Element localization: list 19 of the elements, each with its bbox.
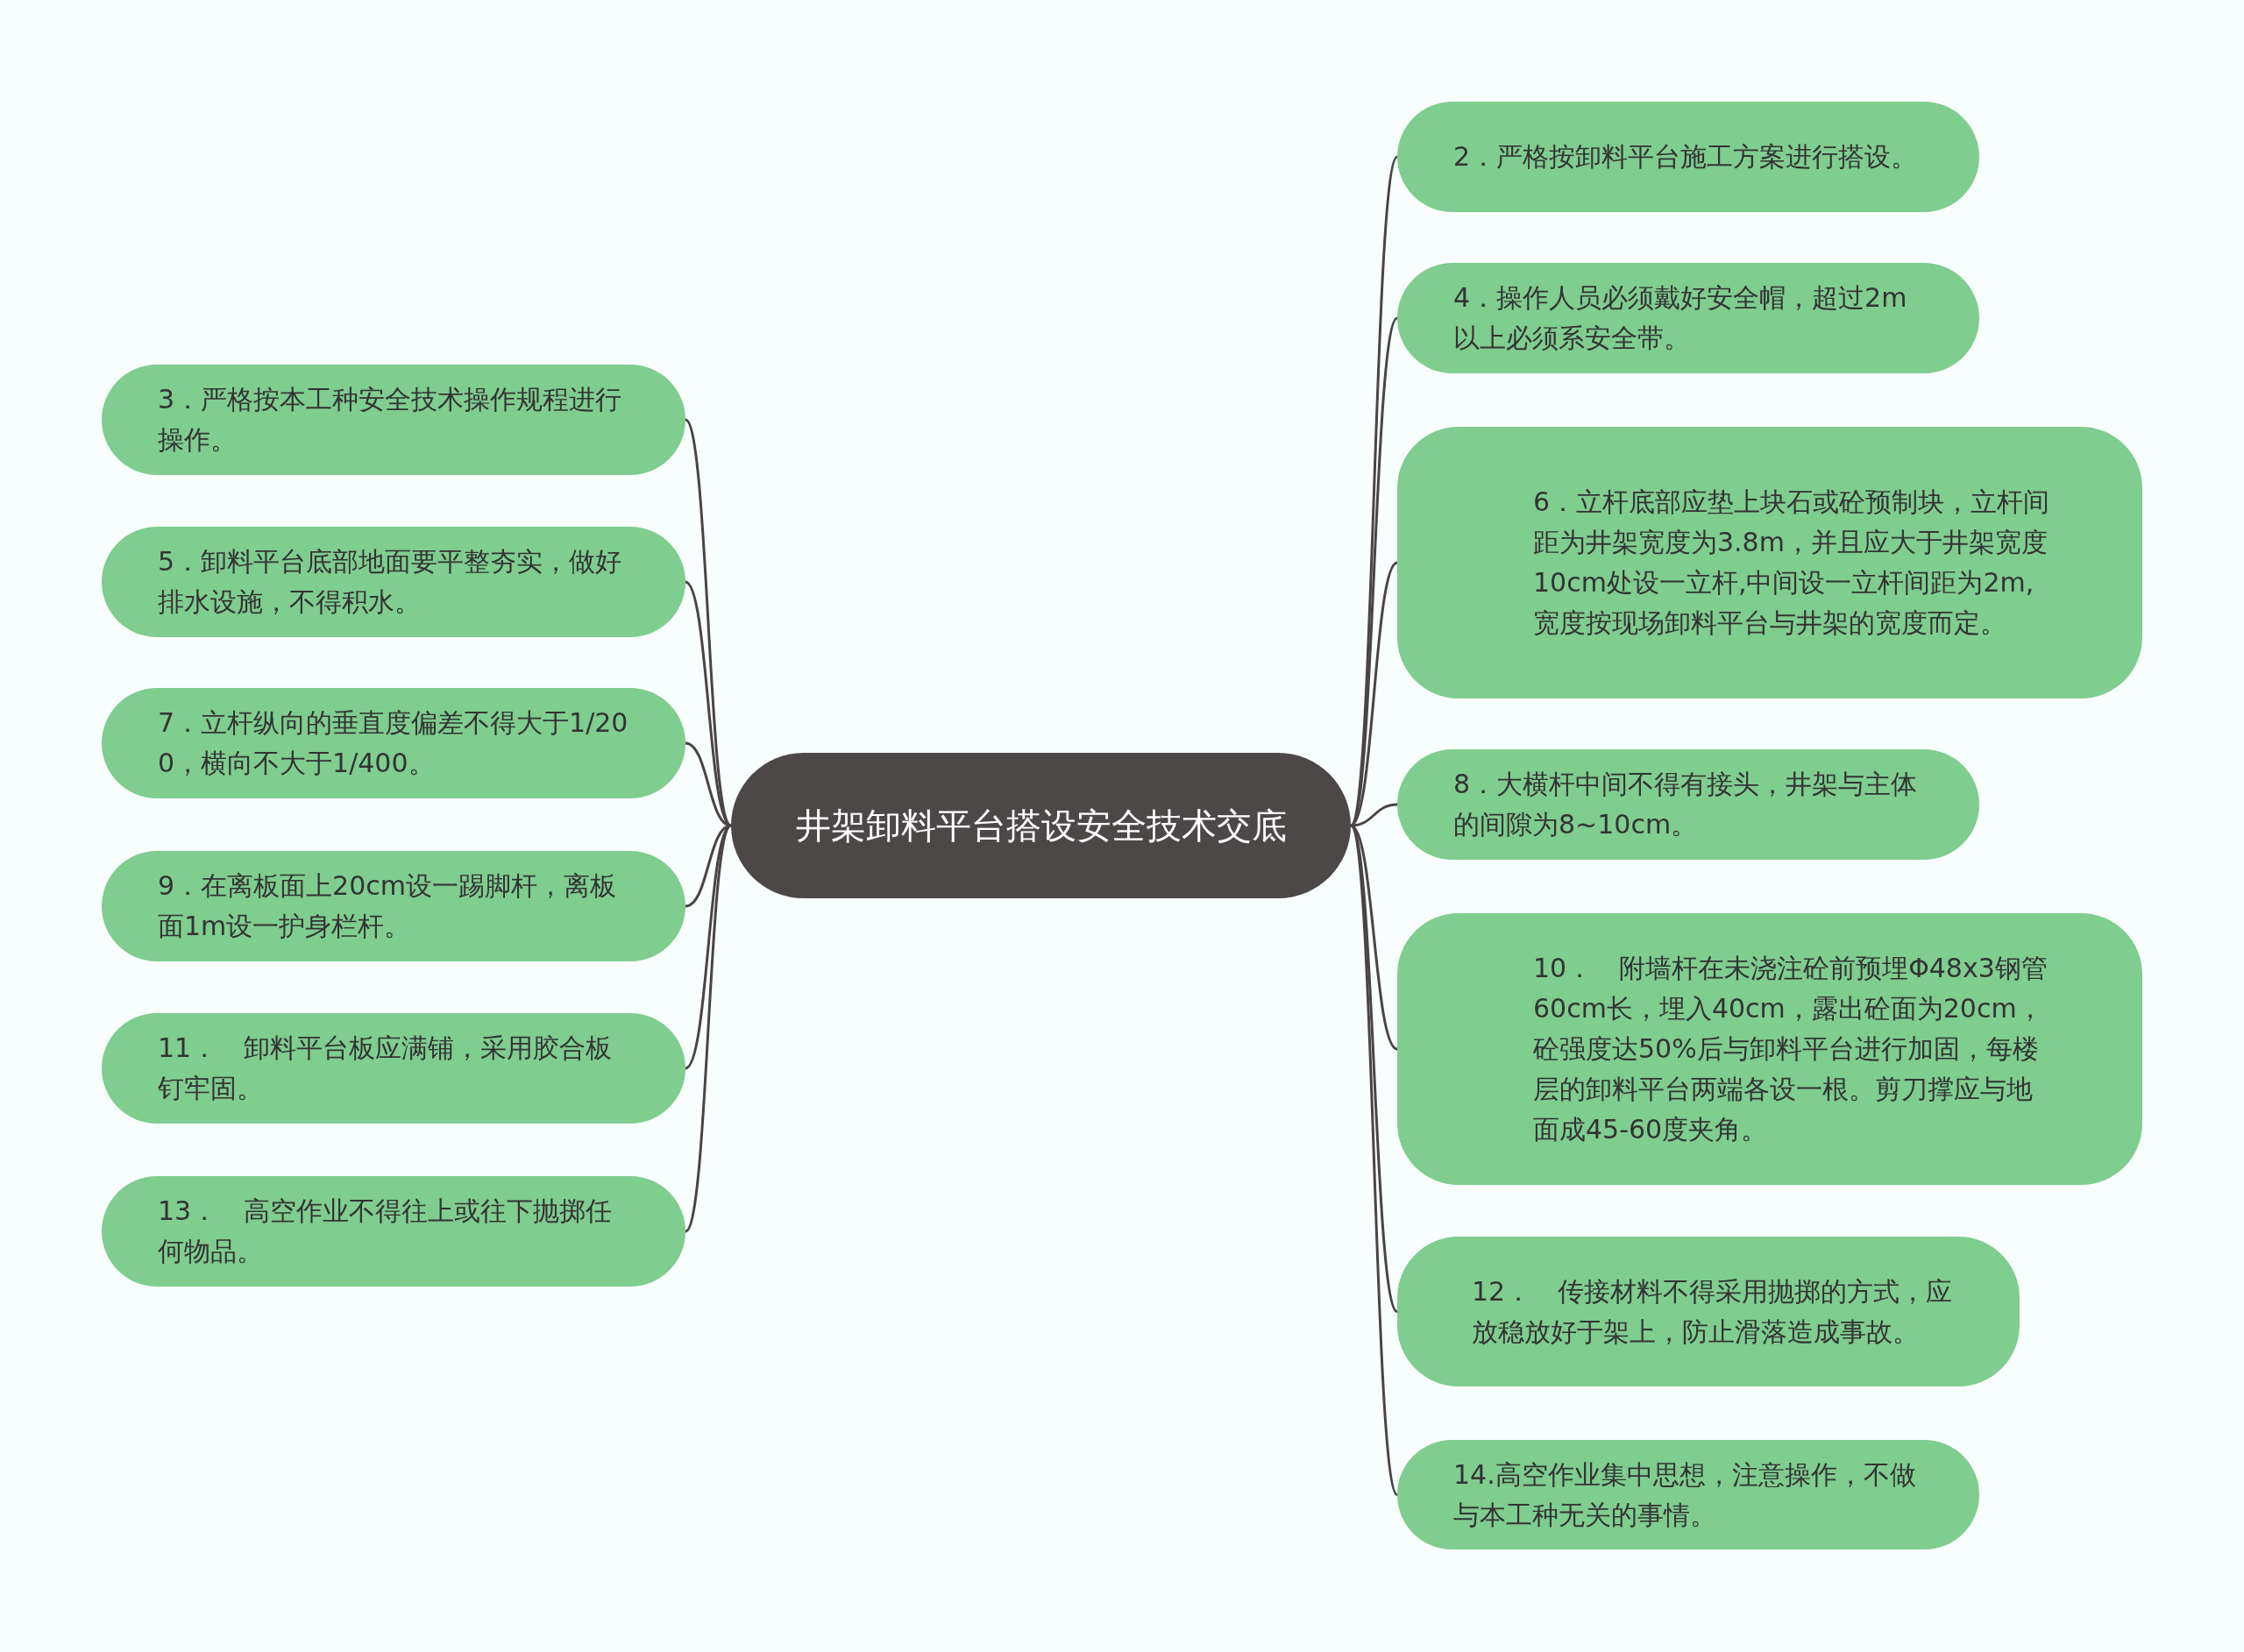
topic-title: 井架卸料平台搭设安全技术交底 xyxy=(795,805,1287,847)
topic-text: 3．严格按本工种安全技术操作规程进行操作。 xyxy=(158,383,623,457)
connector-line xyxy=(1349,825,1399,1496)
topic-text: 12． 传接材料不得采用抛掷的方式，应放稳放好于架上，防止滑落造成事故。 xyxy=(1472,1274,1954,1349)
topic-text: 7．立杆纵向的垂直度偏差不得大于1/200，横向不大于1/400。 xyxy=(158,706,629,780)
topic-text: 10． 附墙杆在未浇注砼前预埋Φ48x3钢管60cm长，埋入40cm，露出砼面为20cm，砼强度达50%后与卸料平台进行加固，每楼层的卸料平台两端各设一根。剪刀撑应与地面成45-60度夹角。 xyxy=(1533,952,2049,1146)
connector-line xyxy=(684,825,733,1232)
topic-text: 11． 卸料平台板应满铺，采用胶合板钉牢固。 xyxy=(158,1032,614,1105)
topic-text: 9．在离板面上20cm设一踢脚杆，离板面1m设一护身栏杆。 xyxy=(158,869,617,943)
topic-node xyxy=(1397,427,2142,698)
connector-line xyxy=(1349,317,1399,826)
topic-node xyxy=(1397,913,2142,1185)
topic-text: 14.高空作业集中思想，注意操作，不做与本工种无关的事情。 xyxy=(1453,1457,1917,1532)
topic-text: 2．严格按卸料平台施工方案进行搭设。 xyxy=(1453,140,1918,174)
topic-text: 13． 高空作业不得往上或往下抛掷任何物品。 xyxy=(158,1195,614,1268)
topic-text: 8．大横杆中间不得有接头，井架与主体的间隙为8~10cm。 xyxy=(1453,768,1919,841)
topic-text: 4．操作人员必须戴好安全帽，超过2m以上必须系安全带。 xyxy=(1453,281,1908,355)
topic-text: 5．卸料平台底部地面要平整夯实，做好排水设施，不得积水。 xyxy=(158,545,623,619)
topic-text: 6．立杆底部应垫上块石或砼预制块，立杆间距为井架宽度为3.8m，并且应大于井架宽度10cm处设一立杆,中间设一立杆间距为2m,宽度按现场卸料平台与井架的宽度而定。 xyxy=(1533,486,2051,640)
